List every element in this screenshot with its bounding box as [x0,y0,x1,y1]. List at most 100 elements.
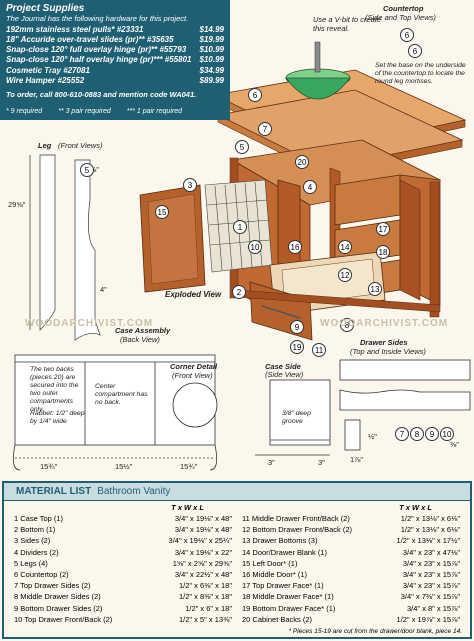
material-list-title: MATERIAL LIST [16,486,92,497]
part-name: 17 Top Drawer Face* (1) [242,581,324,591]
drawer-pull [261,305,301,319]
part-dims: 1/2" x 6⅜" x 18" [178,581,232,591]
supply-item: Snap-close 120° half overlay hinge (pr)*… [6,55,224,65]
material-row: 7 Top Drawer Sides (2)1/2" x 6⅜" x 18" [14,580,232,591]
material-row: 9 Bottom Drawer Sides (2) 1/2" x 6" x 18" [14,603,232,614]
order-info: To order, call 800-610-0883 and mention … [6,90,197,100]
vessel-sink-bowl [285,77,351,100]
drawer-sides-view-label: (Top and Inside Views) [350,347,426,356]
part-name: 9 Bottom Drawer Sides (2) [14,603,103,613]
material-row: 1 Case Top (1) 3/4" x 19⅛" x 48" [14,513,232,524]
part-name: 6 Countertop (2) [14,569,69,579]
part-name: 15 Left Door* (1) [242,558,298,568]
part-dims: 3/4" x 19⅛" x 48" [174,525,232,535]
material-row: 16 Middle Door* (1)3/4" x 23" x 15⅞" [242,569,460,580]
part-name: 2 Bottom (1) [14,525,56,535]
leg-front-right [429,181,440,318]
part-dims: 1/2" x 8⅜" x 18" [178,592,232,602]
part-callout: 17 [376,222,390,236]
dimension-label: 29⅝" [8,200,26,209]
drawer-sides-label: Drawer Sides [360,338,408,347]
material-row: 10 Top Drawer Front/Back (2)1/2" x 5" x … [14,614,232,625]
part-callout: 8 [340,318,354,332]
part-callout: 16 [288,240,302,254]
part-callout: 11 [312,343,326,357]
part-name: 5 Legs (4) [14,558,48,568]
corner-detail-label: Corner Detail [170,362,218,371]
part-dims: 1/2" x 6" x 18" [185,603,232,613]
supply-desc: Snap-close 120° half overlay hinge (pr)*… [6,55,192,65]
part-dims: 1⅝" x 2⅝" x 29⅝" [172,558,232,568]
material-row: 15 Left Door* (1) 3/4" x 23" x 15⅞" [242,558,460,569]
part-callout: 4 [303,180,317,194]
material-row: 5 Legs (4) 1⅝" x 2⅝" x 29⅝" [14,558,232,569]
material-columns: T x W x L 1 Case Top (1) 3/4" x 19⅛" x 48… [4,501,470,627]
dimension-label: ½" [368,432,377,441]
part-callout: 5 [235,140,249,154]
part-dims: 3/4" x 19⅛" x 22" [174,547,232,557]
part-callout: 20 [295,155,309,169]
supplies-title: Project Supplies [6,3,85,14]
part-callout: 15 [155,205,169,219]
plans-drawing [12,41,471,471]
material-list: MATERIAL LIST Bathroom Vanity T x W x L … [2,481,472,639]
supply-note: ** 3 pair required [58,107,111,115]
supply-item: Snap-close 120° full overlay hinge (pr)*… [6,45,224,55]
material-column-left: T x W x L 1 Case Top (1) 3/4" x 19⅛" x 48… [14,503,232,625]
part-dims: 3/4" x 19⅛" x 48" [174,514,232,523]
watermark: WOODARCHIVIST.COM [25,318,154,329]
part-name: 14 Door/Drawer Blank (1) [242,547,328,557]
part-callout: 9 [425,427,439,441]
part-name: 20 Cabinet Backs (2) [242,614,313,624]
material-row: 13 Drawer Bottoms (3)1/2" x 13⅛" x 17½" [242,535,460,546]
material-row: 17 Top Drawer Face* (1)3/4" x 23" x 15⅞" [242,580,460,591]
part-callout: 10 [248,240,262,254]
part-callout: 1 [233,220,247,234]
countertop-view-label: (Side and Top Views) [365,13,436,22]
dimension-label: 15¾" [180,462,198,471]
material-row: 6 Countertop (2) 3/4" x 22½" x 48" [14,569,232,580]
supply-desc: 192mm stainless steel pulls* #23331 [6,24,144,34]
part-dims: 3/4" x 22½" x 48" [174,569,232,579]
part-dims: 3/4" x 7⅜" x 15⅞" [400,592,460,602]
part-dims: 3/4" x 23" x 15⅞" [402,558,460,568]
material-list-header: MATERIAL LIST Bathroom Vanity [4,483,470,501]
material-row: 2 Bottom (1) 3/4" x 19⅛" x 48" [14,524,232,535]
part-name: 16 Middle Door* (1) [242,569,308,579]
case-assembly-label: Case Assembly [115,326,171,335]
project-supplies-box: Project Supplies The Journal has the fol… [0,0,230,120]
center-compartment-note: Center compartment has no back. [95,383,148,406]
part-dims: 1/2" x 13⅛" x 6⅛" [400,525,460,535]
material-row: 3 Sides (2) 3/4" x 19⅛" x 25¼" [14,535,232,546]
case-side-drawing [255,379,331,456]
part-name: 10 Top Drawer Front/Back (2) [14,614,113,624]
part-name: 12 Bottom Drawer Front/Back (2) [242,525,353,535]
part-name: 8 Middle Drawer Sides (2) [14,592,101,602]
dimension-label: 15¾" [40,462,58,471]
part-name: 3 Sides (2) [14,536,51,546]
material-row: 11 Middle Drawer Front/Back (2) 1/2" x 13… [242,513,460,524]
part-dims: 3/4" x 19⅛" x 25¼" [168,536,232,546]
supply-item: 192mm stainless steel pulls* #23331 $14.9… [6,25,224,35]
part-dims: 1/2" x 13⅛" x 6⅛" [400,514,460,523]
part-name: 1 Case Top (1) [14,514,64,523]
part-name: 11 Middle Drawer Front/Back (2) [242,514,350,523]
supply-price: $19.99 [199,34,224,44]
dimension-label: 3" [318,458,325,467]
part-callout: 18 [376,245,390,259]
part-dims: 3/4" x 23" x 47⅛" [402,547,460,557]
supply-item: Wire Hamper #25552$89.99 [6,76,224,86]
supply-item: 18" Accuride over-travel slides (pr)** #… [6,35,224,45]
dimension-label: 15½" [115,462,133,471]
supply-price: $10.99 [199,55,224,65]
supply-note: *** 1 pair required [126,107,182,115]
drawer-sides-drawing [339,359,471,451]
part-callout: 9 [290,320,304,334]
groove-note: 3/8" deep groove [282,410,311,425]
part-name: 19 Bottom Drawer Face* (1) [242,603,336,613]
supply-price: $14.99 [199,24,224,34]
supply-desc: Cosmetic Tray #27081 [6,65,90,75]
rabbet-note: Rabbet: 1/2" deep by 1/4" wide [30,410,85,425]
txwl-header: T x W x L [171,503,204,512]
